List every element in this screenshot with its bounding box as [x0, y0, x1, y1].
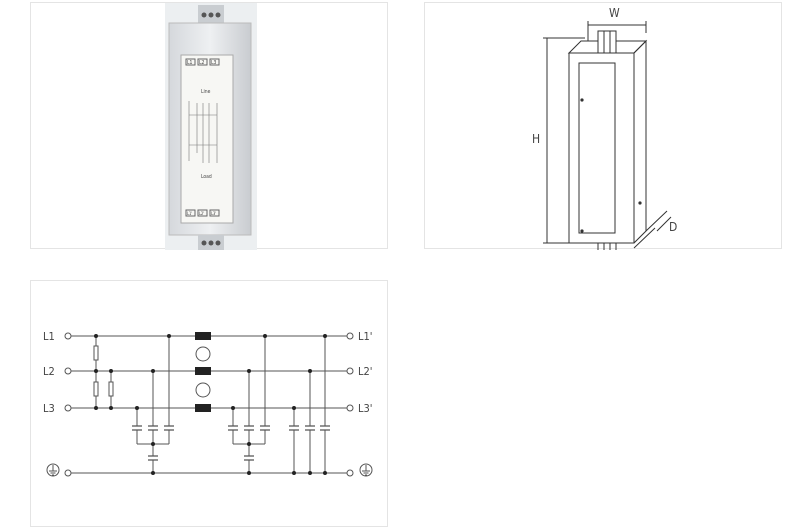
protective-earth-icon — [359, 463, 373, 477]
photo-terminal-l1p: L1' — [187, 211, 192, 216]
output-label-l3: L3' — [358, 402, 373, 415]
photo-terminal-l2p: L2' — [199, 211, 204, 216]
photo-terminal-l1: L1 — [187, 60, 193, 66]
photo-terminal-l3p: L3' — [211, 211, 216, 216]
circuit-diagram-panel: L1 L2 L3 L1' L2' L3' — [30, 280, 388, 527]
output-label-l2: L2' — [358, 365, 373, 378]
photo-terminal-l3: L3 — [211, 60, 217, 66]
protective-earth-icon — [46, 463, 60, 477]
depth-label: D — [669, 220, 677, 234]
photo-line-label: Line — [201, 89, 211, 95]
input-label-l3: L3 — [43, 402, 55, 415]
photo-terminal-l2: L2 — [199, 60, 205, 66]
dimension-drawing: W H D — [532, 6, 677, 250]
circuit-diagram: L1 L2 L3 L1' L2' L3' — [43, 330, 373, 477]
product-photo-panel: L1 L2 L3 Line Load L1' L2' L3' — [30, 2, 388, 250]
output-label-l1: L1' — [358, 330, 373, 343]
filter-photo: L1 L2 L3 Line Load L1' L2' L3' — [165, 3, 257, 250]
width-label: W — [609, 6, 620, 20]
input-label-l1: L1 — [43, 330, 55, 343]
input-label-l2: L2 — [43, 365, 55, 378]
height-label: H — [532, 132, 540, 146]
dimension-drawing-panel: W H D — [424, 2, 782, 250]
photo-load-label: Load — [201, 174, 212, 180]
